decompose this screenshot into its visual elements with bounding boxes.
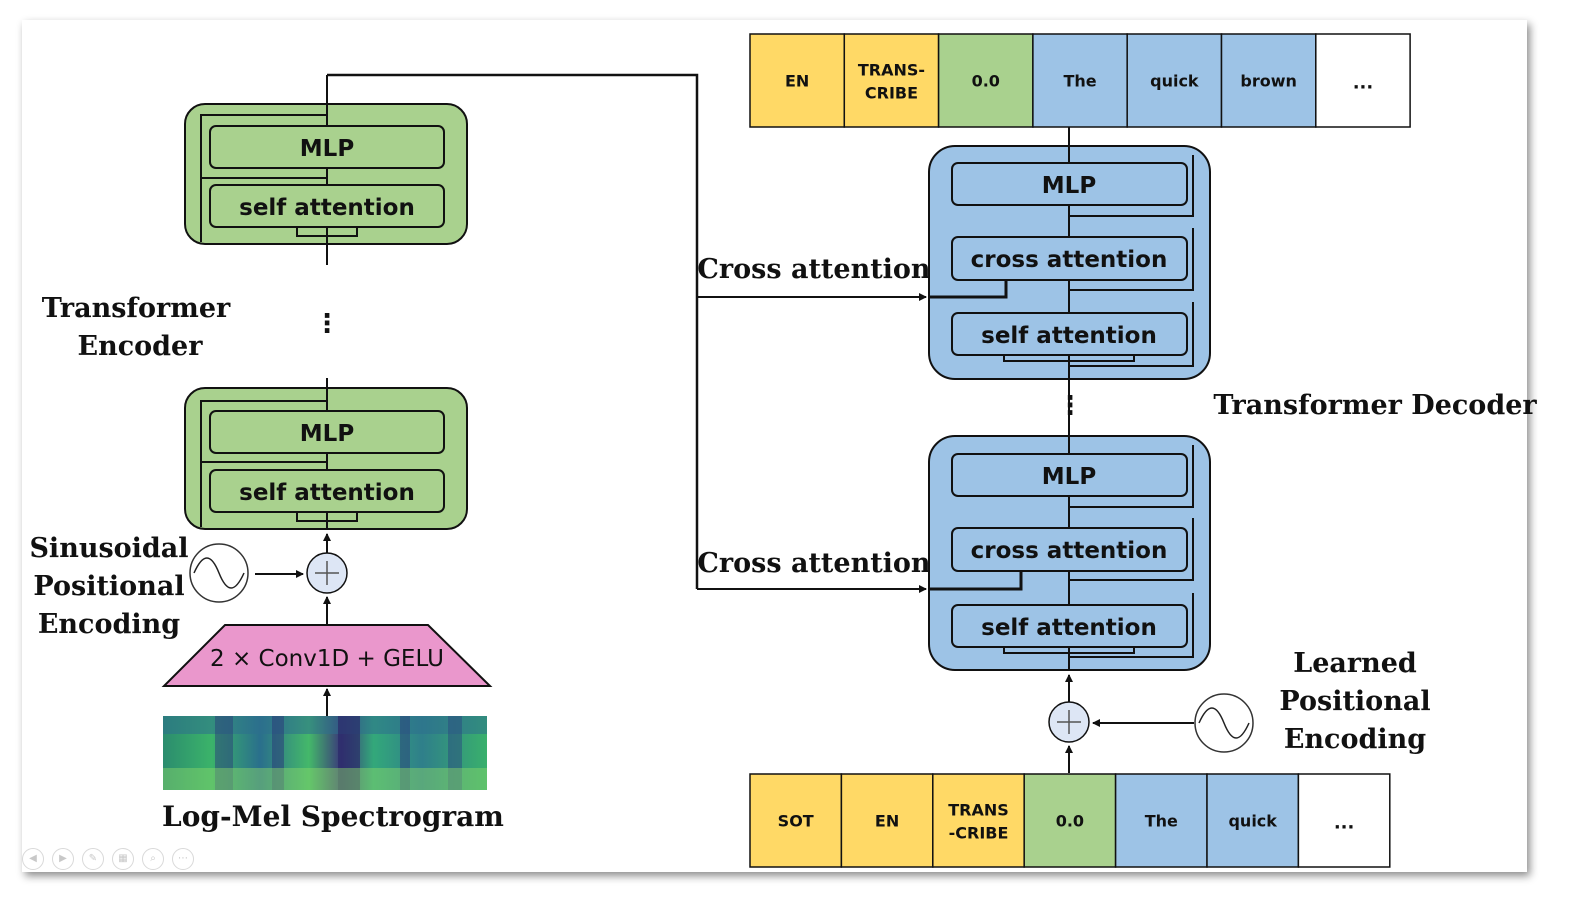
- input-token-label: TRANS: [948, 801, 1009, 820]
- sinusoidal-line3: Encoding: [38, 609, 180, 640]
- decoder-bottom-self-attention-label: self attention: [981, 615, 1157, 641]
- learned-sinusoid-icon: [1194, 693, 1254, 753]
- input-token-box: [932, 773, 1025, 868]
- output-token: 0.0: [937, 33, 1034, 128]
- decoder-top-self-attention-label: self attention: [981, 323, 1157, 349]
- encoder-top-self-attention-label: self attention: [239, 195, 415, 221]
- pen-icon[interactable]: ✎: [82, 848, 104, 870]
- spectrogram-label: Log-Mel Spectrogram: [162, 800, 504, 833]
- encoder-block-top: [184, 103, 468, 245]
- input-token-label: 0.0: [1056, 812, 1084, 831]
- input-token-box: [1114, 773, 1208, 868]
- input-token: 0.0: [1023, 773, 1117, 868]
- spectrogram-image: [163, 716, 487, 790]
- input-token-label: The: [1145, 812, 1178, 831]
- decoder-top-cross-attention-label: cross attention: [971, 247, 1168, 273]
- output-token: quick: [1126, 33, 1223, 128]
- cross-attention-top-label: Cross attention: [697, 254, 931, 285]
- conv-label: 2 × Conv1D + GELU: [210, 646, 444, 672]
- input-token-label: SOT: [778, 812, 814, 831]
- input-token: ...: [1297, 773, 1391, 868]
- decoder-bottom-cross-attention-label: cross attention: [971, 538, 1168, 564]
- output-token: ...: [1315, 33, 1411, 128]
- encoder-adder-icon: [306, 552, 348, 594]
- input-token-label: ...: [1334, 813, 1355, 834]
- next-icon[interactable]: ▶: [52, 848, 74, 870]
- output-token: TRANS- CRIBE: [843, 33, 940, 128]
- input-token-box: [1206, 773, 1300, 868]
- input-token: SOT: [749, 773, 843, 868]
- learned-line2: Positional: [1279, 686, 1430, 717]
- decoder-block-top: [928, 145, 1211, 380]
- output-token-box: [749, 33, 846, 128]
- output-token-box: [937, 33, 1034, 128]
- slides-icon[interactable]: ▦: [112, 848, 134, 870]
- input-token: TRANS -CRIBE: [932, 773, 1025, 868]
- input-token-label: quick: [1228, 812, 1277, 831]
- learned-line1: Learned: [1293, 648, 1417, 679]
- input-token-box: [1297, 773, 1391, 868]
- learned-line3: Encoding: [1284, 724, 1426, 755]
- encoder-top-mlp-label: MLP: [300, 136, 354, 162]
- input-token-row: SOT EN TRANS -CRIBE 0.0 The quick...: [749, 773, 1391, 868]
- decoder-title: Transformer Decoder: [1213, 390, 1537, 421]
- output-token-label: brown: [1240, 72, 1297, 91]
- cross-attention-bottom-label: Cross attention: [697, 548, 931, 579]
- sinusoidal-line1: Sinusoidal: [29, 533, 188, 564]
- sinusoid-icon: [189, 543, 249, 603]
- output-token-box: [1126, 33, 1223, 128]
- prev-icon[interactable]: ◀: [22, 848, 44, 870]
- output-token-box: [1315, 33, 1411, 128]
- decoder-block-bottom: [928, 435, 1211, 671]
- decoder-top-mlp-label: MLP: [1042, 173, 1096, 199]
- output-token-label: TRANS-: [858, 61, 925, 80]
- output-token: brown: [1220, 33, 1317, 128]
- output-token-box: [843, 33, 940, 128]
- input-token: The: [1114, 773, 1208, 868]
- encoder-bottom-mlp-label: MLP: [300, 421, 354, 447]
- zoom-icon[interactable]: ⌕: [142, 848, 164, 870]
- decoder-adder-icon: [1048, 701, 1090, 743]
- output-token: EN: [749, 33, 846, 128]
- output-token-label: EN: [785, 72, 809, 91]
- encoder-vdots: ⋮: [314, 309, 340, 339]
- encoder-title-line2: Encoder: [78, 331, 204, 362]
- slideshow-toolbar: ◀ ▶ ✎ ▦ ⌕ ⋯: [22, 848, 194, 870]
- sinusoidal-line2: Positional: [33, 571, 184, 602]
- input-token: EN: [840, 773, 934, 868]
- output-token-box: [1220, 33, 1317, 128]
- input-token-label: EN: [875, 812, 899, 831]
- decoder-vdots: ⋮: [1057, 391, 1083, 421]
- output-token-label: ...: [1353, 73, 1374, 94]
- output-token-box: [1032, 33, 1128, 128]
- output-token-label: 0.0: [972, 72, 1000, 91]
- input-token-label: -CRIBE: [949, 824, 1009, 843]
- input-token-box: [1023, 773, 1117, 868]
- output-token-label: quick: [1150, 72, 1199, 91]
- input-token: quick: [1206, 773, 1300, 868]
- output-token-row: EN TRANS- CRIBE 0.0 The quick brown...: [749, 33, 1411, 128]
- conv-block: [161, 624, 493, 687]
- decoder-bottom-mlp-label: MLP: [1042, 464, 1096, 490]
- encoder-title-line1: Transformer: [42, 293, 231, 324]
- output-token-label: The: [1063, 72, 1096, 91]
- input-token-box: [749, 773, 843, 868]
- encoder-block-bottom: [184, 387, 468, 530]
- output-token-label: CRIBE: [865, 84, 918, 103]
- encoder-bottom-self-attention-label: self attention: [239, 480, 415, 506]
- more-icon[interactable]: ⋯: [172, 848, 194, 870]
- output-token: The: [1032, 33, 1128, 128]
